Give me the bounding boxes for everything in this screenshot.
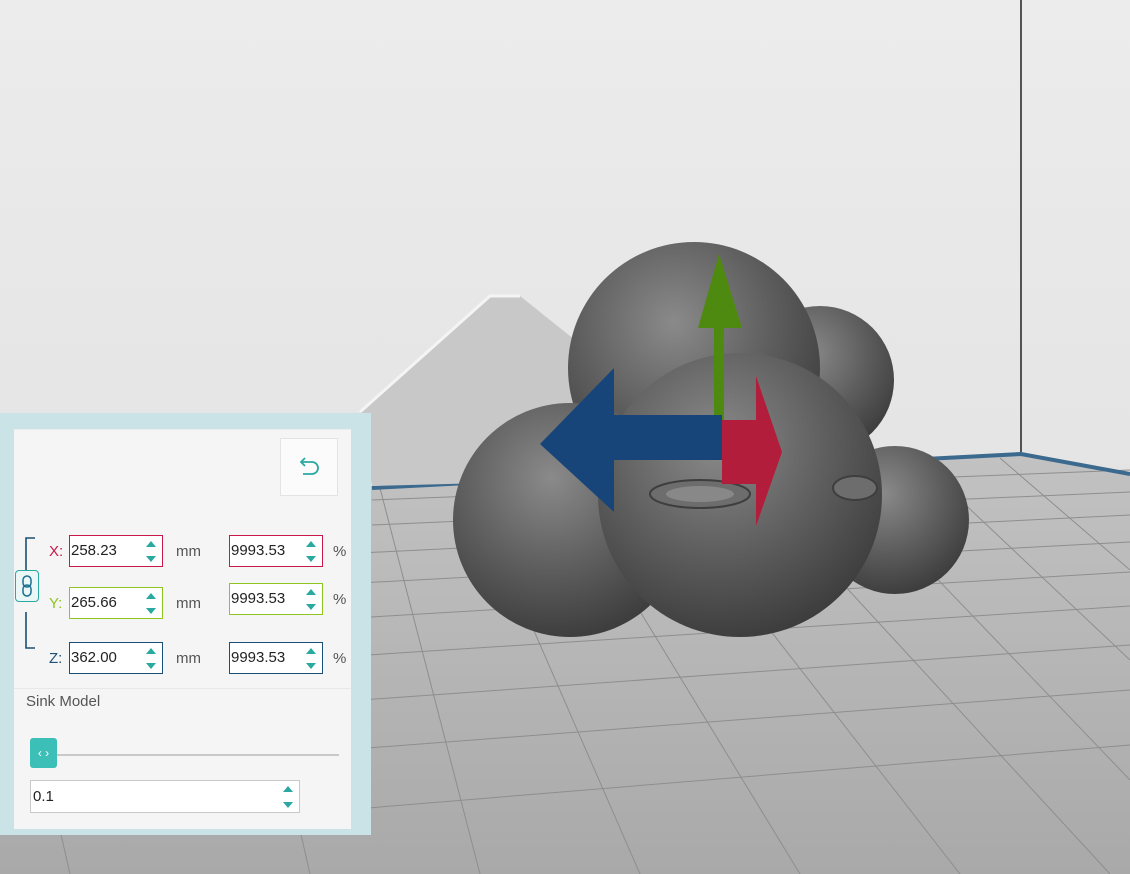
sink-value-stepper[interactable]: [283, 784, 293, 810]
y-percent-unit: %: [333, 591, 347, 608]
x-size-stepper[interactable]: [146, 539, 156, 563]
y-percent-stepper[interactable]: [306, 587, 316, 611]
x-size-value: 258.23: [71, 542, 117, 559]
y-mm-unit: mm: [176, 595, 201, 612]
x-percent-value: 9993.53: [231, 542, 286, 559]
section-divider: [14, 688, 351, 689]
x-size-input[interactable]: 258.23: [69, 535, 163, 567]
sink-slider-handle[interactable]: ‹ ›: [30, 738, 57, 768]
y-size-stepper[interactable]: [146, 591, 156, 615]
z-size-stepper[interactable]: [146, 646, 156, 670]
z-percent-unit: %: [333, 650, 347, 667]
gizmo-z-arrow: [540, 368, 722, 512]
x-percent-stepper[interactable]: [306, 539, 316, 563]
chain-link-icon[interactable]: [15, 570, 39, 602]
sink-value-input[interactable]: 0.1: [30, 780, 300, 813]
z-size-input[interactable]: 362.00: [69, 642, 163, 674]
x-percent-input[interactable]: 9993.53: [229, 535, 323, 567]
reset-scale-button[interactable]: [280, 438, 338, 496]
undo-icon: [299, 457, 319, 475]
sink-slider-track[interactable]: [30, 754, 339, 756]
y-size-input[interactable]: 265.66: [69, 587, 163, 619]
y-percent-value: 9993.53: [231, 590, 286, 607]
x-mm-unit: mm: [176, 543, 201, 560]
gizmo-y-arrow: [698, 254, 742, 440]
z-percent-value: 9993.53: [231, 649, 286, 666]
scale-panel: X: 258.23 mm 9993.53 % Y: 265.66 mm 9993…: [0, 413, 371, 835]
z-size-value: 362.00: [71, 649, 117, 666]
x-axis-label: X:: [49, 543, 64, 560]
sink-value: 0.1: [33, 788, 54, 805]
move-gizmo: [540, 254, 782, 526]
y-axis-label: Y:: [49, 595, 63, 612]
sink-model-label: Sink Model: [26, 693, 101, 710]
z-percent-stepper[interactable]: [306, 646, 316, 670]
z-axis-label: Z:: [49, 650, 63, 667]
lock-proportions-bracket: [25, 537, 35, 649]
scale-panel-body: X: 258.23 mm 9993.53 % Y: 265.66 mm 9993…: [14, 429, 351, 829]
gizmo-x-arrow: [722, 376, 782, 526]
x-percent-unit: %: [333, 543, 347, 560]
z-mm-unit: mm: [176, 650, 201, 667]
z-percent-input[interactable]: 9993.53: [229, 642, 323, 674]
y-size-value: 265.66: [71, 594, 117, 611]
y-percent-input[interactable]: 9993.53: [229, 583, 323, 615]
